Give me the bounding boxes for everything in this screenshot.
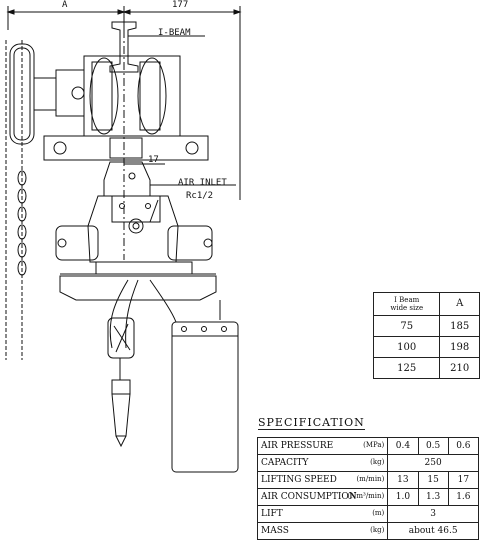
i-beam-label: I-BEAM	[158, 28, 191, 38]
table-row: LIFTING SPEED(m/min) 13 15 17	[256, 471, 480, 489]
table-row: AIR CONSUMPTION(Nm³/min) 1.0 1.3 1.6	[256, 488, 480, 506]
table-row: CAPACITY(kg) 250	[256, 454, 479, 472]
specification-table: AIR PRESSURE(MPa) 0.4 0.5 0.6 CAPACITY(k…	[256, 437, 480, 540]
table-row: MASS(kg) about 46.5	[256, 522, 479, 540]
specification-title: SPECIFICATION	[258, 416, 365, 430]
table-row: LIFT(m) 3	[256, 505, 479, 523]
dimension-a-header: A	[439, 292, 480, 316]
air-inlet-label: AIR INLET	[178, 178, 227, 188]
rc-thread-label: Rc1/2	[186, 191, 214, 201]
dimension-a: A	[62, 0, 68, 10]
table-row: AIR PRESSURE(MPa) 0.4 0.5 0.6	[256, 437, 480, 455]
dimension-17: 17	[148, 155, 159, 165]
dimension-177: 177	[172, 0, 189, 10]
